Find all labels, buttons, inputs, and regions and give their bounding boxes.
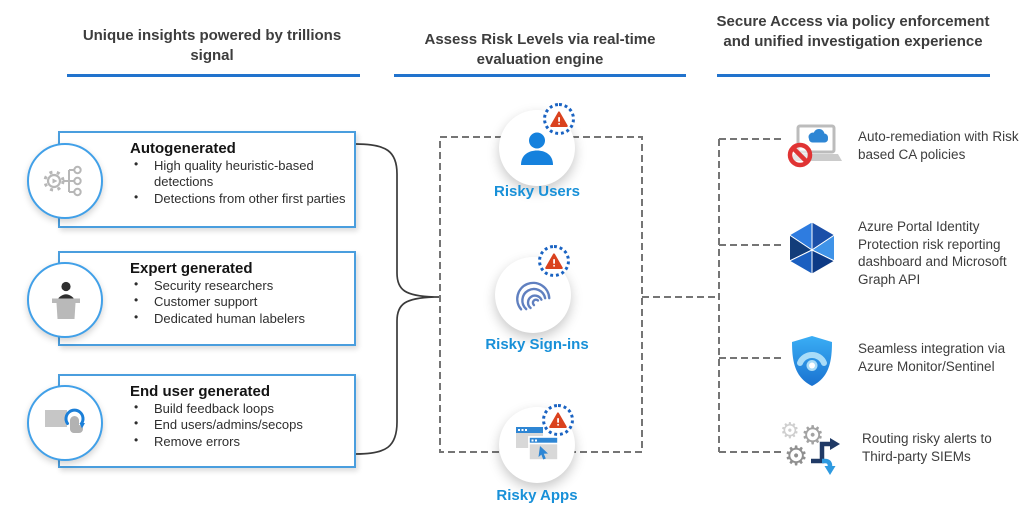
risk-warning-badge	[543, 103, 575, 135]
gear-icon: ⚙	[801, 420, 825, 450]
gear-icon: ⚙	[784, 441, 809, 471]
insight-box-end-user: End user generated Build feedback loops …	[58, 374, 356, 468]
insight-bullet: Dedicated human labelers	[130, 310, 346, 327]
touch-feedback-icon	[27, 385, 103, 461]
insight-bullet-list: Security researchers Customer support De…	[130, 277, 346, 327]
insight-bullet-list: Build feedback loops End users/admins/se…	[130, 400, 346, 450]
risk-warning-badge	[538, 245, 570, 277]
warning-triangle-icon	[550, 111, 568, 127]
header-underline	[394, 74, 686, 77]
header-underline	[67, 74, 360, 77]
gears-routing-icon: ⚙ ⚙ ⚙	[778, 418, 848, 480]
outcome-text-auto-remediation: Auto-remediation with Risk based CA poli…	[858, 129, 1019, 162]
column-header-insights: Unique insights powered by trillions sig…	[82, 27, 342, 64]
risky-users-label: Risky Users	[494, 183, 580, 200]
fingerprint-icon	[516, 281, 551, 311]
user-icon	[521, 132, 553, 165]
insight-bullet: Security researchers	[130, 277, 346, 294]
insight-title: End user generated	[130, 383, 271, 400]
insight-bullet: High quality heuristic-based detections	[130, 157, 346, 191]
person-podium-icon	[27, 262, 103, 338]
insight-title: Autogenerated	[130, 140, 236, 157]
insight-bullet: Customer support	[130, 293, 346, 310]
insight-box-autogenerated: Autogenerated High quality heuristic-bas…	[58, 131, 356, 228]
warning-triangle-icon	[545, 253, 563, 269]
gear-icon: ⚙	[780, 418, 800, 443]
header-underline	[717, 74, 990, 77]
outcome-text-azure-monitor: Seamless integration via Azure Monitor/S…	[858, 341, 1006, 374]
insight-bullet: End users/admins/secops	[130, 416, 346, 433]
insight-bullet: Detections from other first parties	[130, 190, 346, 207]
insight-bullet-list: High quality heuristic-based detections …	[130, 157, 346, 207]
insight-bullet: Build feedback loops	[130, 400, 346, 417]
risk-warning-badge	[542, 404, 574, 436]
insight-bullet: Remove errors	[130, 433, 346, 450]
insight-title: Expert generated	[130, 260, 253, 277]
column-header-risk: Assess Risk Levels via real-time evaluat…	[424, 31, 656, 68]
laptop-blocked-icon	[782, 124, 846, 172]
identity-protection-polyhedron-icon	[784, 220, 840, 276]
insight-box-expert: Expert generated Security researchers Cu…	[58, 251, 356, 346]
brace-connector	[355, 143, 435, 455]
column-header-secure-access: Secure Access via policy enforcement and…	[716, 13, 990, 50]
warning-triangle-icon	[549, 412, 567, 428]
shield-monitor-icon	[788, 334, 836, 388]
automation-gear-flow-icon	[27, 143, 103, 219]
outcome-text-third-party-siems: Routing risky alerts to Third-party SIEM…	[862, 431, 992, 464]
risky-signins-label: Risky Sign-ins	[485, 336, 589, 353]
outcome-text-azure-portal: Azure Portal Identity Protection risk re…	[858, 219, 1007, 287]
risky-apps-label: Risky Apps	[496, 487, 578, 504]
routing-arrows-icon	[811, 438, 840, 475]
